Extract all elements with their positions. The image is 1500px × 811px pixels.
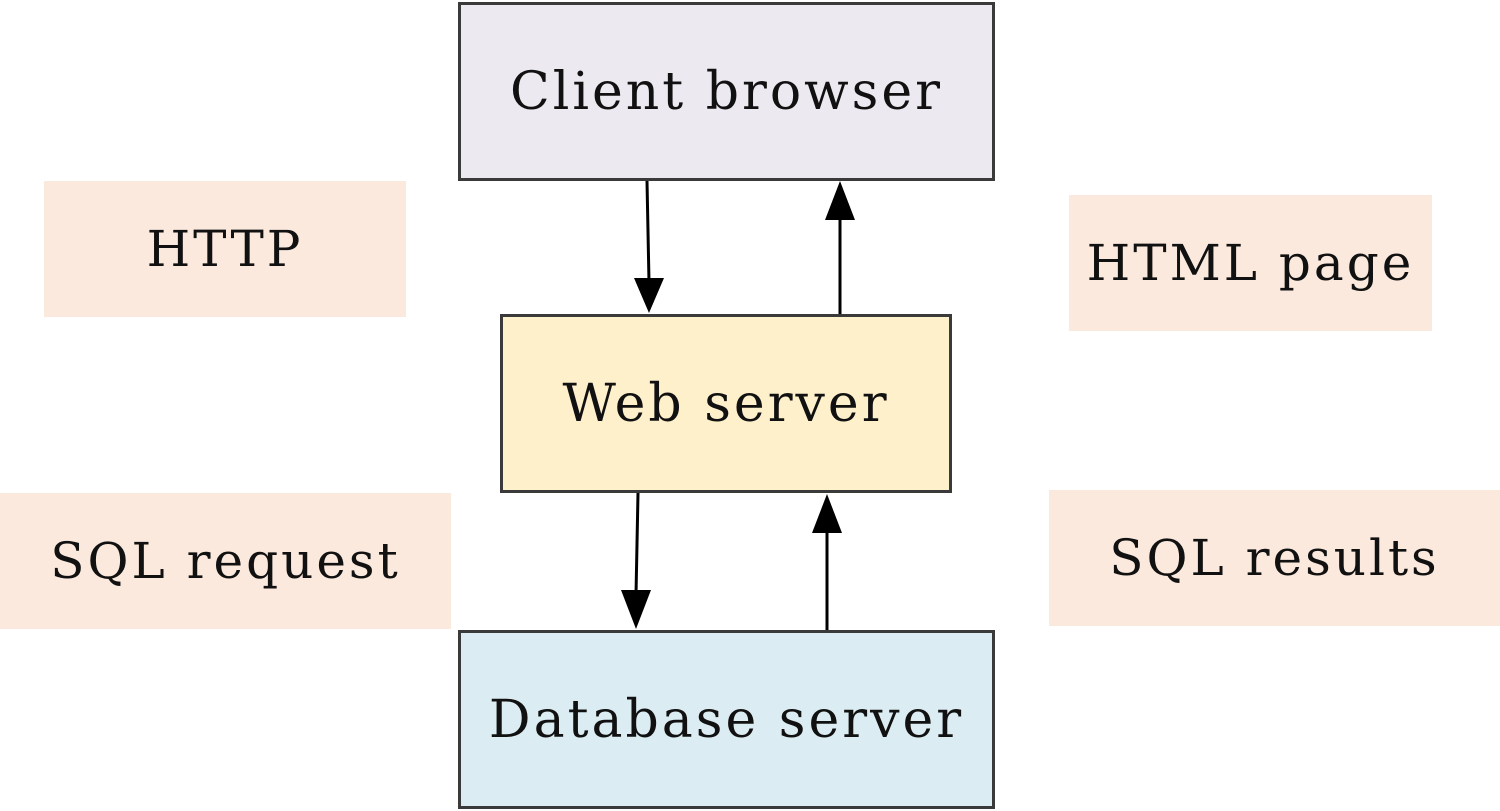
web-server-label: Web server: [562, 373, 890, 434]
edge-label-sql-results: SQL results: [1049, 490, 1500, 626]
database-server-label: Database server: [488, 689, 965, 750]
database-server-node: Database server: [458, 630, 995, 809]
edge-label-sql-request: SQL request: [0, 493, 451, 629]
edge-label-sql-results-text: SQL results: [1109, 529, 1440, 587]
client-browser-label: Client browser: [509, 61, 943, 122]
client-browser-node: Client browser: [458, 2, 995, 181]
edge-label-http-text: HTTP: [146, 220, 304, 278]
edge-html-page-arrow: [825, 181, 855, 314]
edge-sql-request-arrow: [621, 492, 651, 629]
web-server-node: Web server: [500, 314, 952, 493]
edge-http-arrow: [634, 180, 664, 313]
edge-label-html-page-text: HTML page: [1086, 234, 1415, 292]
edge-label-sql-request-text: SQL request: [50, 532, 401, 590]
edge-label-http: HTTP: [44, 181, 406, 317]
edge-label-html-page: HTML page: [1069, 195, 1432, 331]
edge-sql-results-arrow: [812, 494, 842, 630]
